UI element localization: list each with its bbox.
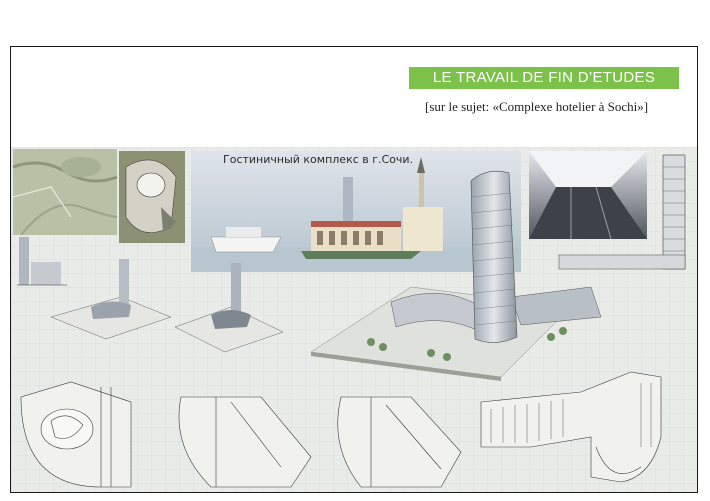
masterplan-plan [119, 151, 185, 243]
main-render [310, 170, 602, 381]
floor-plan-4 [480, 371, 662, 483]
architecture-poster: Гостиничный комплекс в г.Сочи. [11, 147, 697, 492]
interior-render [529, 151, 647, 240]
poster-frame: LE TRAVAIL DE FIN D’ETUDES [sur le sujet… [10, 46, 698, 493]
poster-title: Гостиничный комплекс в г.Сочи. [223, 153, 413, 166]
site-photo-collage [191, 151, 521, 272]
section-drawing [558, 154, 686, 270]
floor-plan-3 [337, 396, 462, 488]
floor-plan-1 [20, 381, 132, 488]
thesis-subtitle: [sur le sujet: «Complexe hotelier à Soch… [425, 99, 649, 114]
axonometric-model-2 [174, 263, 284, 353]
site-map [12, 149, 118, 236]
floor-plan-2 [178, 396, 312, 488]
axonometric-model-1 [50, 259, 172, 340]
tower-elevation-small [17, 237, 67, 286]
thesis-title: LE TRAVAIL DE FIN D’ETUDES [409, 67, 679, 89]
